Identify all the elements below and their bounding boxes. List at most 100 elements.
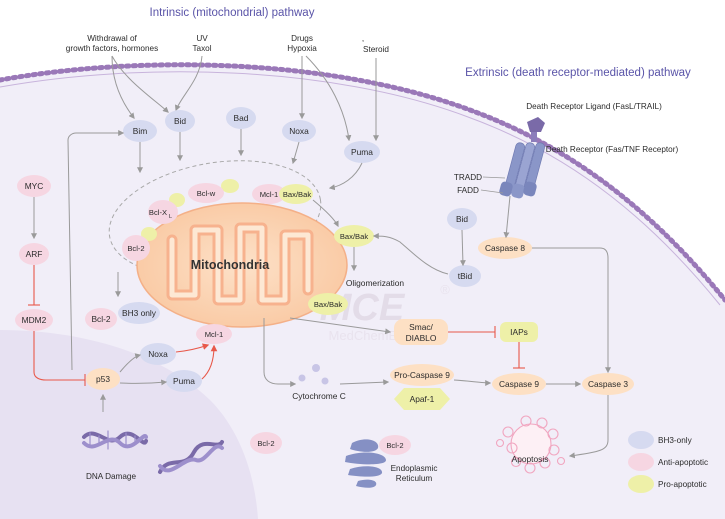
cytochrome-c-label: Cytochrome C [292,391,346,401]
node-bim: Bim [123,120,157,142]
extrinsic-pathway-title: Extrinsic (death receptor-mediated) path… [465,67,691,79]
svg-text:Pro-apoptotic: Pro-apoptotic [658,480,707,489]
bh3-only-label: BH3 only [122,308,157,318]
svg-text:DIABLO: DIABLO [406,333,437,343]
node-tbid: tBid [449,265,481,287]
svg-text:Anti-apoptotic: Anti-apoptotic [658,458,708,467]
stimulus-withdrawal-line1: Withdrawal of [87,34,137,43]
svg-text:Bcl-2: Bcl-2 [127,244,144,253]
svg-text:L: L [169,214,172,220]
svg-text:Bcl-w: Bcl-w [197,189,216,198]
svg-text:Smac/: Smac/ [409,322,433,332]
svg-text:Bid: Bid [174,116,186,126]
svg-text:IAPs: IAPs [510,327,528,337]
baxbak-top-label: Bax/Bak [283,190,311,199]
apoptotic-cell [495,415,566,474]
node-baxbak-mid: Bax/Bak [334,225,374,247]
death-receptor-ligand [527,117,545,142]
legend: BH3-only Anti-apoptotic Pro-apoptotic [628,431,708,493]
stimulus-steroid-mark: , [362,34,364,43]
svg-text:Bim: Bim [133,126,147,136]
stimulus-hypoxia: Hypoxia [287,44,317,53]
node-apaf1: Apaf-1 [394,388,450,410]
er-label-line1: Endoplasmic [391,464,438,473]
stimulus-drugs: Drugs [291,34,313,43]
node-bcl2-er: Bcl-2 [379,435,411,455]
svg-text:BH3-only: BH3-only [658,436,693,445]
activation-arrows [31,129,611,459]
node-smac-diablo: Smac/ DIABLO [394,319,448,345]
node-mcl1-mid: Mcl-1 [196,324,232,344]
tradd-label: TRADD [454,173,482,182]
node-bcl2-mito: Bcl-2 [122,227,157,261]
svg-text:Apaf-1: Apaf-1 [410,394,435,404]
bcl2-bh3-label: Bcl-2 [91,314,110,324]
apoptosis-label: Apoptosis [512,454,549,464]
node-noxa-p53: Noxa [140,343,176,365]
stimulus-withdrawal-line2: growth factors, hormones [66,44,158,53]
stimulus-steroid: Steroid [363,45,389,54]
node-bcl2-er-left: Bcl-2 [250,432,282,454]
svg-text:Pro-Caspase 9: Pro-Caspase 9 [394,370,450,380]
node-bcl2-bh3-complex: Bcl-2 BH3 only [85,302,160,330]
node-iaps: IAPs [500,322,538,342]
node-baxbak-olig: Bax/Bak [308,293,348,315]
mitochondria-label: Mitochondria [191,258,271,272]
node-puma-p53: Puma [166,370,202,392]
svg-text:Bax/Bak: Bax/Bak [314,300,342,309]
stimulus-taxol: Taxol [192,44,211,53]
er-label-line2: Reticulum [396,474,433,483]
svg-text:Caspase 9: Caspase 9 [499,379,539,389]
svg-text:Caspase 8: Caspase 8 [485,243,525,253]
svg-text:Noxa: Noxa [289,126,309,136]
svg-text:p53: p53 [96,374,110,384]
legend-item-bh3: BH3-only [628,431,693,449]
svg-text:Bcl-X: Bcl-X [149,208,167,217]
svg-text:ARF: ARF [26,249,43,259]
node-mdm2: MDM2 [15,309,53,331]
svg-text:tBid: tBid [458,271,473,281]
node-puma-top: Puma [344,141,380,163]
node-caspase8: Caspase 8 [478,237,532,259]
node-bid-top: Bid [165,110,195,132]
stimulus-arrows [111,55,379,142]
node-bclxl: Bcl-X L [148,193,185,224]
oligomerization-label: Oligomerization [346,278,405,288]
dna-helix-icon-2 [158,440,224,474]
node-procaspase9: Pro-Caspase 9 [390,364,454,386]
svg-text:Caspase 3: Caspase 3 [588,379,628,389]
svg-text:Bid: Bid [456,214,468,224]
death-receptor [499,142,546,199]
svg-text:Bad: Bad [234,113,249,123]
legend-item-pro: Pro-apoptotic [628,475,707,493]
svg-text:Bcl-2: Bcl-2 [257,439,274,448]
cytochrome-c-dots [298,364,329,385]
svg-text:Bcl-2: Bcl-2 [386,441,403,450]
svg-text:Noxa: Noxa [148,349,168,359]
svg-text:Puma: Puma [173,376,195,386]
node-caspase9: Caspase 9 [492,373,546,395]
dna-damage-label: DNA Damage [86,472,137,481]
death-receptor-label: Death Receptor (Fas/TNF Receptor) [546,145,679,154]
cell-membrane [0,62,725,303]
legend-item-anti: Anti-apoptotic [628,453,708,471]
node-noxa-top: Noxa [282,120,316,142]
fadd-label: FADD [457,186,479,195]
mitochondrion: Mitochondria [136,202,348,328]
svg-text:Puma: Puma [351,147,373,157]
svg-text:Bax/Bak: Bax/Bak [340,232,368,241]
node-mcl1-baxbak-top: Mcl-1 Bax/Bak [252,184,313,204]
svg-text:MDM2: MDM2 [22,315,47,325]
mcl1-top-label: Mcl-1 [260,190,279,199]
nucleus [0,330,258,519]
mito-outer-membrane-dashed [108,160,322,276]
svg-text:MYC: MYC [25,181,44,191]
endoplasmic-reticulum [345,439,386,488]
stimulus-uv: UV [196,34,208,43]
node-caspase3: Caspase 3 [582,373,634,395]
node-bid-extrinsic: Bid [447,208,477,230]
death-receptor-ligand-label: Death Receptor Ligand (FasL/TRAIL) [526,102,662,111]
node-arf: ARF [19,243,49,265]
node-myc: MYC [17,175,51,197]
